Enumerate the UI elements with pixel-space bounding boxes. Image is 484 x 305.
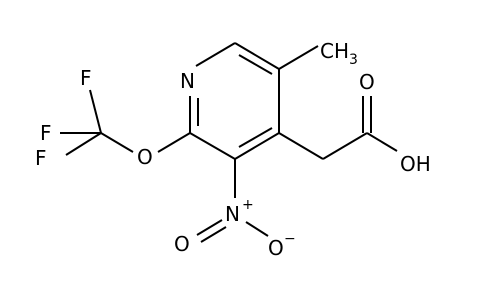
bond-cf3-f-top <box>89 89 102 134</box>
bond-cf3-f-bottom <box>65 132 102 156</box>
atom-label-carbonyl-oxygen: O <box>359 70 375 94</box>
bond-c4-c3-inner <box>238 127 273 148</box>
bond-c4-ch2 <box>278 132 324 160</box>
bond-c3-c2 <box>189 132 236 160</box>
bond-c5-methyl <box>278 45 319 70</box>
atom-label-fluorine-bottom: F <box>35 146 47 170</box>
methyl-text: CH <box>320 39 349 63</box>
atom-label-methyl: CH3 <box>320 39 358 68</box>
bond-ch2-cooh <box>322 132 368 160</box>
atom-labels: N CH3 O OH O F F F N + O O − <box>35 39 431 260</box>
bond-c-oh <box>366 132 398 152</box>
bond-n1-c6 <box>195 42 236 67</box>
pyridine-ring-bonds <box>189 42 280 160</box>
bond-nitro-o-left-inner <box>200 226 227 243</box>
bond-c2-oether <box>157 132 191 153</box>
bond-c6-c5 <box>234 42 280 70</box>
bond-nitro-o-left <box>196 219 223 236</box>
bond-oether-cf3 <box>100 132 134 153</box>
atom-label-fluorine-middle: F <box>40 121 52 145</box>
atom-label-fluorine-top: F <box>80 66 92 90</box>
nitro-positive-charge: + <box>242 197 254 213</box>
bond-c4-c3 <box>234 132 280 160</box>
atom-label-ether-oxygen: O <box>137 145 153 169</box>
atom-label-nitro-oxygen-right: O <box>268 236 284 260</box>
bond-nitro-o-right <box>245 221 269 237</box>
bond-c6-c5-inner <box>238 54 273 75</box>
substituent-bonds <box>60 45 398 243</box>
atom-label-nitro-oxygen-left: O <box>174 232 190 256</box>
atom-label-hydroxyl: OH <box>400 152 431 176</box>
atom-label-nitro-nitrogen: N <box>225 202 240 226</box>
nitro-negative-charge: − <box>284 231 296 247</box>
methyl-subscript: 3 <box>349 52 358 68</box>
atom-label-ring-nitrogen: N <box>180 69 195 93</box>
